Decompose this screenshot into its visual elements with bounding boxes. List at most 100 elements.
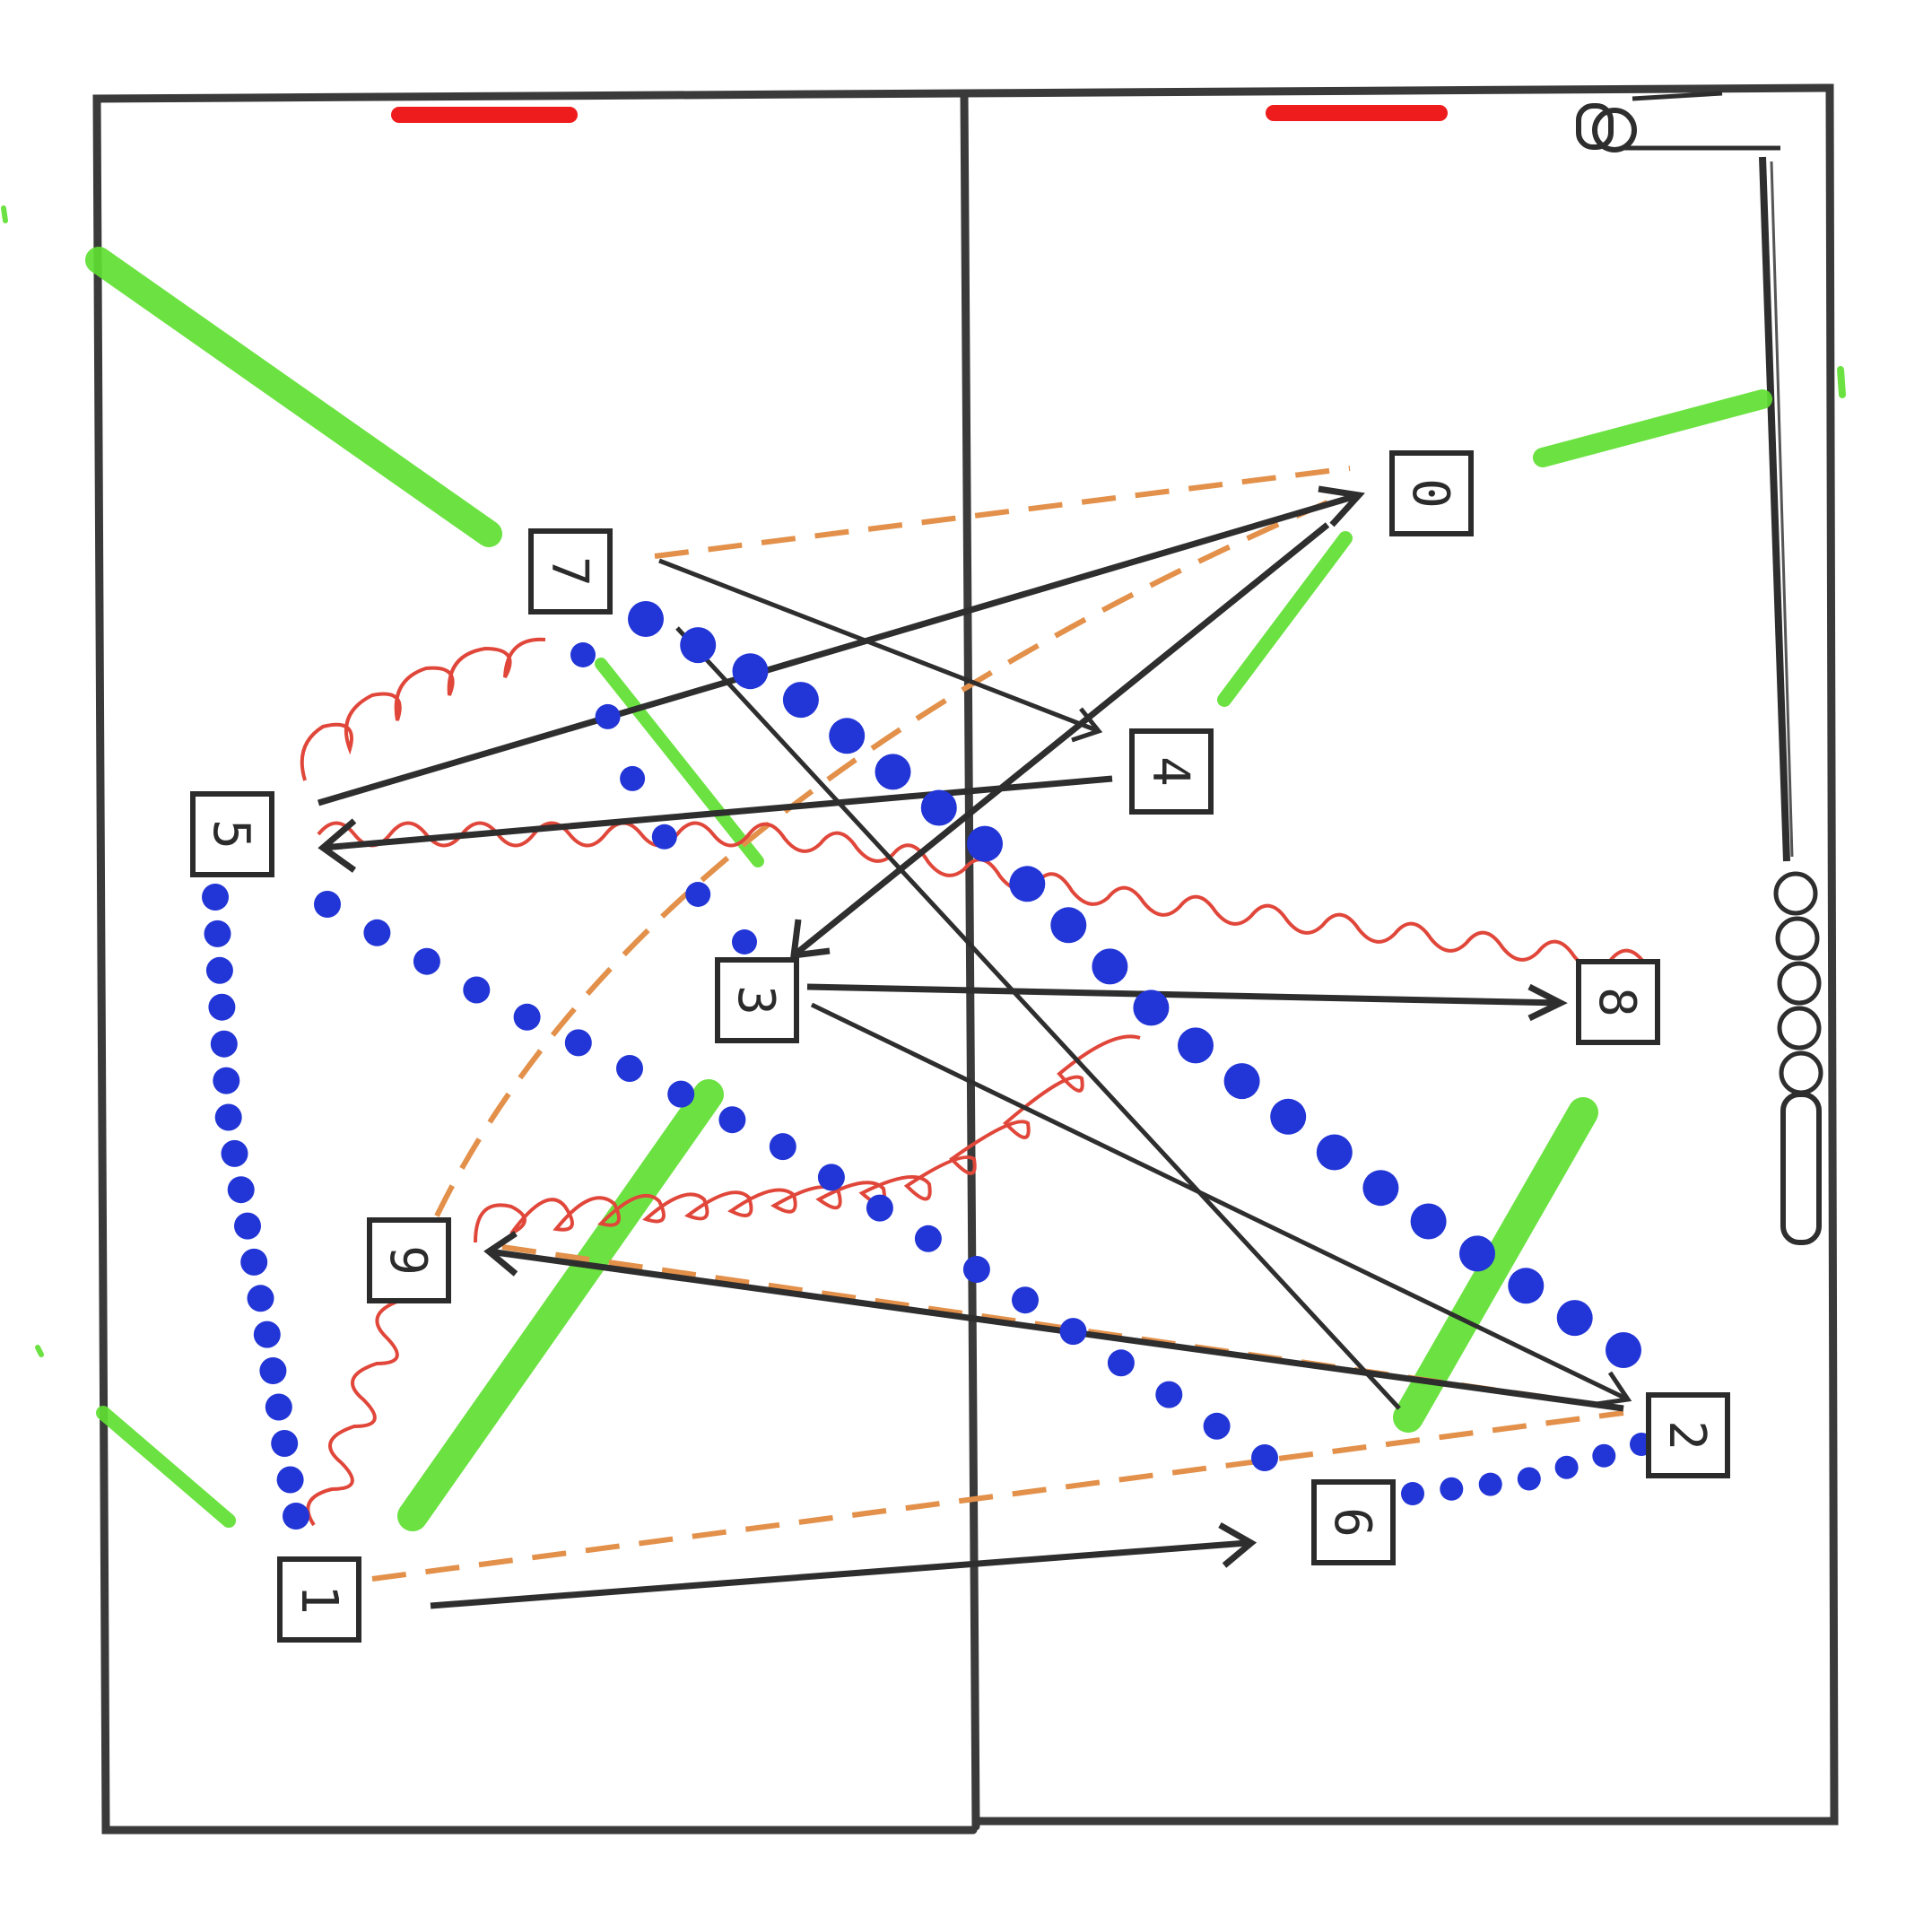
- blue-dots-7-2-dot: [1362, 1170, 1399, 1207]
- arrow-4-5-head: [318, 818, 357, 873]
- blue-dots-5-1-dot: [210, 1030, 238, 1058]
- blue-dots-5-6-dot: [769, 1133, 796, 1161]
- orange-path-1-2: [371, 1410, 1624, 1582]
- red-curl-5-7: [300, 637, 546, 781]
- node-0-box: [1389, 450, 1474, 536]
- rack-pole-inner: [1770, 161, 1794, 858]
- blue-dots-5-1-dot: [221, 1139, 248, 1167]
- blue-dots-7-2-dot: [1178, 1027, 1214, 1064]
- blue-dots-5-6-dot: [564, 1029, 592, 1057]
- blue-dots-5-1-dot: [247, 1285, 274, 1312]
- ball-stack-4: [1777, 1006, 1822, 1050]
- blue-dots-5-6-dot: [1203, 1412, 1231, 1440]
- blue-dots-5-6-dot: [1251, 1444, 1278, 1471]
- blue-dots-5-6-dot: [866, 1194, 893, 1222]
- blue-dots-7-2-dot: [1133, 989, 1170, 1026]
- arrow-1-6: [430, 1539, 1248, 1609]
- rack-pole: [1759, 156, 1790, 862]
- node-1-label: 1: [290, 1584, 348, 1615]
- red-curl-9-8: [474, 1034, 1141, 1243]
- node-3-box: [715, 957, 799, 1043]
- node-8: 8: [1576, 959, 1660, 1045]
- blue-dots-5-6-dot: [1059, 1318, 1087, 1346]
- blue-dots-5-6-dot: [413, 947, 440, 975]
- node-3-label: 3: [727, 985, 785, 1016]
- arrow-4-5: [322, 775, 1113, 851]
- node-9-box: [367, 1217, 451, 1303]
- node-6-label: 6: [1323, 1507, 1381, 1538]
- node-7-label: 7: [540, 556, 598, 587]
- blue-dots-7-2-dot: [628, 601, 664, 637]
- node-4-label: 4: [1141, 756, 1199, 787]
- ball-stack: [1773, 871, 1823, 1245]
- blue-dots-7-2-dot: [1606, 1332, 1641, 1368]
- blue-dots-7-3-dot: [620, 765, 646, 791]
- node-0-label: 0: [1401, 478, 1459, 509]
- blue-dots-7-2-dot: [1410, 1203, 1447, 1240]
- green-mark-7: [96, 1406, 236, 1528]
- blue-dots-5-1-dot: [276, 1466, 304, 1494]
- blue-dots-5-6-dot: [1012, 1286, 1039, 1314]
- ball-stack-tube: [1780, 1092, 1822, 1245]
- blue-dots-5-6-dot: [667, 1080, 695, 1108]
- arrow-2-9: [488, 1248, 1624, 1412]
- ball-stack-3: [1777, 961, 1822, 1006]
- ball-stack-1: [1773, 871, 1818, 916]
- arrow-1-6-head: [1218, 1521, 1258, 1568]
- node-7: 7: [528, 528, 613, 615]
- blue-dotted-paths: [202, 601, 1653, 1530]
- arrow-3-2-head: [1596, 1371, 1632, 1407]
- court-left-half: [92, 89, 978, 1835]
- blue-dots-7-2-dot: [920, 789, 957, 826]
- node-4: 4: [1129, 728, 1214, 815]
- blue-dots-6-2-dot: [1440, 1477, 1464, 1501]
- blue-dots-5-1-dot: [227, 1176, 255, 1204]
- blue-dots-7-2-dot: [1556, 1300, 1593, 1337]
- node-8-label: 8: [1588, 987, 1646, 1017]
- arrow-3-2: [810, 1002, 1630, 1402]
- arrow-7-4: [658, 558, 1100, 734]
- node-1-box: [277, 1556, 361, 1643]
- red-curl-1-9: [306, 1299, 400, 1527]
- blue-dots-7-2-dot: [680, 627, 717, 664]
- blue-dots-5-1-dot: [259, 1357, 287, 1384]
- node-2-box: [1646, 1392, 1730, 1478]
- blue-dots-5-1-dot: [265, 1393, 292, 1421]
- arrow-5-0-head: [1318, 485, 1365, 527]
- node-5: 5: [190, 791, 274, 877]
- blue-dots-7-3-dot: [685, 882, 711, 907]
- ball-top: [1592, 108, 1637, 153]
- blue-dots-5-6-dot: [616, 1055, 643, 1082]
- blue-dots-7-2-dot: [1009, 866, 1046, 902]
- blue-dots-5-1-dot: [204, 920, 231, 947]
- node-5-box: [190, 791, 274, 877]
- node-5-label: 5: [202, 819, 260, 850]
- blue-dots-5-1-dot: [202, 884, 229, 911]
- blue-dots-6-2-dot: [1554, 1455, 1579, 1479]
- blue-dots-5-6-dot: [1155, 1381, 1183, 1408]
- red-marks: [391, 105, 1448, 123]
- blue-dots-5-1-dot: [205, 956, 233, 984]
- blue-dots-7-2-dot: [875, 754, 911, 790]
- green-mark-9: [1, 205, 8, 223]
- blue-dots-7-2-dot: [1508, 1268, 1545, 1304]
- blue-dots-7-2-dot: [1316, 1134, 1353, 1171]
- blue-dots-5-1-dot: [214, 1103, 242, 1131]
- blue-dots-7-2-dot: [1092, 948, 1128, 985]
- side-equipment: [1576, 91, 1823, 1245]
- blue-dots-7-2-dot: [1459, 1235, 1495, 1272]
- blue-dots-5-1-dot: [234, 1212, 261, 1240]
- node-1: 1: [277, 1556, 361, 1643]
- green-mark-5: [397, 1079, 724, 1531]
- blue-dots-5-1-dot: [208, 993, 236, 1021]
- blue-dots-5-1-dot: [213, 1067, 240, 1094]
- blue-dots-6-2-dot: [1401, 1482, 1424, 1505]
- blue-dots-5-1-dot: [240, 1248, 268, 1276]
- blue-dots-7-2-dot: [782, 682, 819, 719]
- blue-dots-5-6-dot: [1107, 1349, 1135, 1377]
- node-9: 9: [367, 1217, 451, 1303]
- court: [92, 83, 1839, 1835]
- blue-dots-5-1-dot: [283, 1503, 309, 1530]
- center-line: [960, 89, 980, 1831]
